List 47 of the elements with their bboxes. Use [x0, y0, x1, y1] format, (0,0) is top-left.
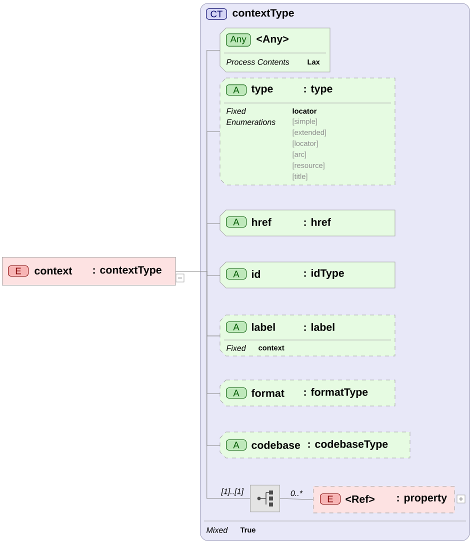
- header-text: label: [252, 323, 275, 331]
- property-label: Enumerations: [226, 119, 276, 125]
- kind-badge: CT: [206, 8, 227, 20]
- kind-badge: E: [8, 266, 29, 276]
- header-text: type: [251, 85, 273, 95]
- header-text: context: [34, 267, 72, 275]
- attribute-box: [220, 28, 330, 72]
- header-text: href: [252, 218, 272, 226]
- property-label: Mixed: [206, 527, 228, 533]
- kind-badge: Any: [226, 34, 251, 46]
- header-text: : idType: [304, 269, 344, 279]
- header-text: format: [251, 389, 284, 397]
- attribute-box: [220, 314, 396, 356]
- kind-badge: A: [226, 268, 247, 280]
- header-text: contextType: [232, 9, 294, 19]
- attribute-box: [220, 210, 396, 236]
- attribute-box: [220, 262, 396, 288]
- property-label: Fixed: [226, 108, 246, 114]
- kind-badge: A: [226, 440, 247, 450]
- header-text: : contextType: [93, 266, 162, 276]
- header-text: : type: [304, 85, 332, 95]
- kind-badge: A: [226, 388, 247, 398]
- header-text: <Ref>: [346, 495, 374, 503]
- header-text: codebase: [252, 441, 300, 449]
- attribute-box: [220, 432, 410, 458]
- header-text: : href: [304, 218, 331, 226]
- connector-line: [280, 498, 314, 500]
- element-box: [2, 257, 176, 286]
- header-text: : property: [397, 494, 447, 504]
- property-label: Fixed: [226, 345, 246, 351]
- kind-badge: A: [226, 216, 247, 228]
- header-text: : label: [304, 323, 334, 331]
- kind-badge: A: [226, 84, 247, 96]
- connector-line: [176, 271, 250, 499]
- header-text: id: [252, 270, 260, 278]
- header-text: : codebaseType: [308, 440, 388, 450]
- property-label: Process Contents: [226, 59, 290, 65]
- attribute-box: [220, 380, 396, 406]
- sequence-icon: [250, 484, 280, 512]
- edge-label: 0..*: [290, 490, 303, 496]
- header-text: : formatType: [304, 388, 368, 398]
- kind-badge: A: [226, 322, 247, 332]
- attribute-box: [220, 78, 396, 186]
- cardinality-text: [1]..[1]: [221, 488, 244, 496]
- element-box: [313, 486, 455, 514]
- header-text: <Any>: [256, 35, 288, 45]
- kind-badge: E: [320, 494, 341, 504]
